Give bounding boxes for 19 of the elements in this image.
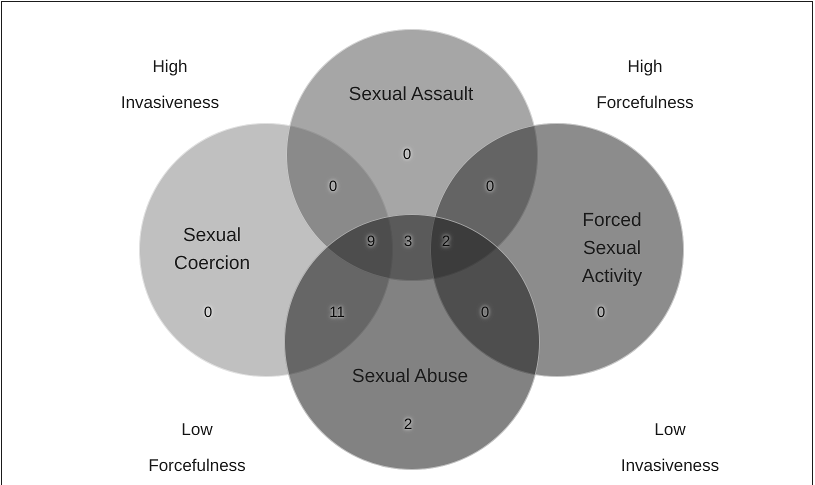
circle-label: Sexual Abuse	[350, 365, 470, 389]
count-label: 0	[204, 303, 212, 323]
count-label: 0	[480, 303, 490, 323]
axis-label: High Forcefulness	[595, 56, 695, 114]
count-label: 0	[402, 145, 412, 165]
count-label: 2	[442, 232, 450, 252]
circle-label: Forced Sexual Activity	[580, 209, 644, 289]
axis-label: Low Forcefulness	[147, 419, 247, 477]
count-label: 9	[366, 232, 376, 252]
count-label: 3	[404, 232, 412, 252]
axis-label: Low Invasiveness	[620, 419, 720, 477]
count-label: 11	[329, 303, 345, 323]
count-label: 0	[328, 177, 338, 197]
circle-label: Sexual Coercion	[172, 224, 252, 276]
count-label: 0	[486, 177, 494, 197]
axis-label: High Invasiveness	[120, 56, 220, 114]
count-label: 0	[596, 303, 606, 323]
circle-label: Sexual Assault	[348, 83, 474, 107]
count-label: 2	[404, 415, 412, 435]
